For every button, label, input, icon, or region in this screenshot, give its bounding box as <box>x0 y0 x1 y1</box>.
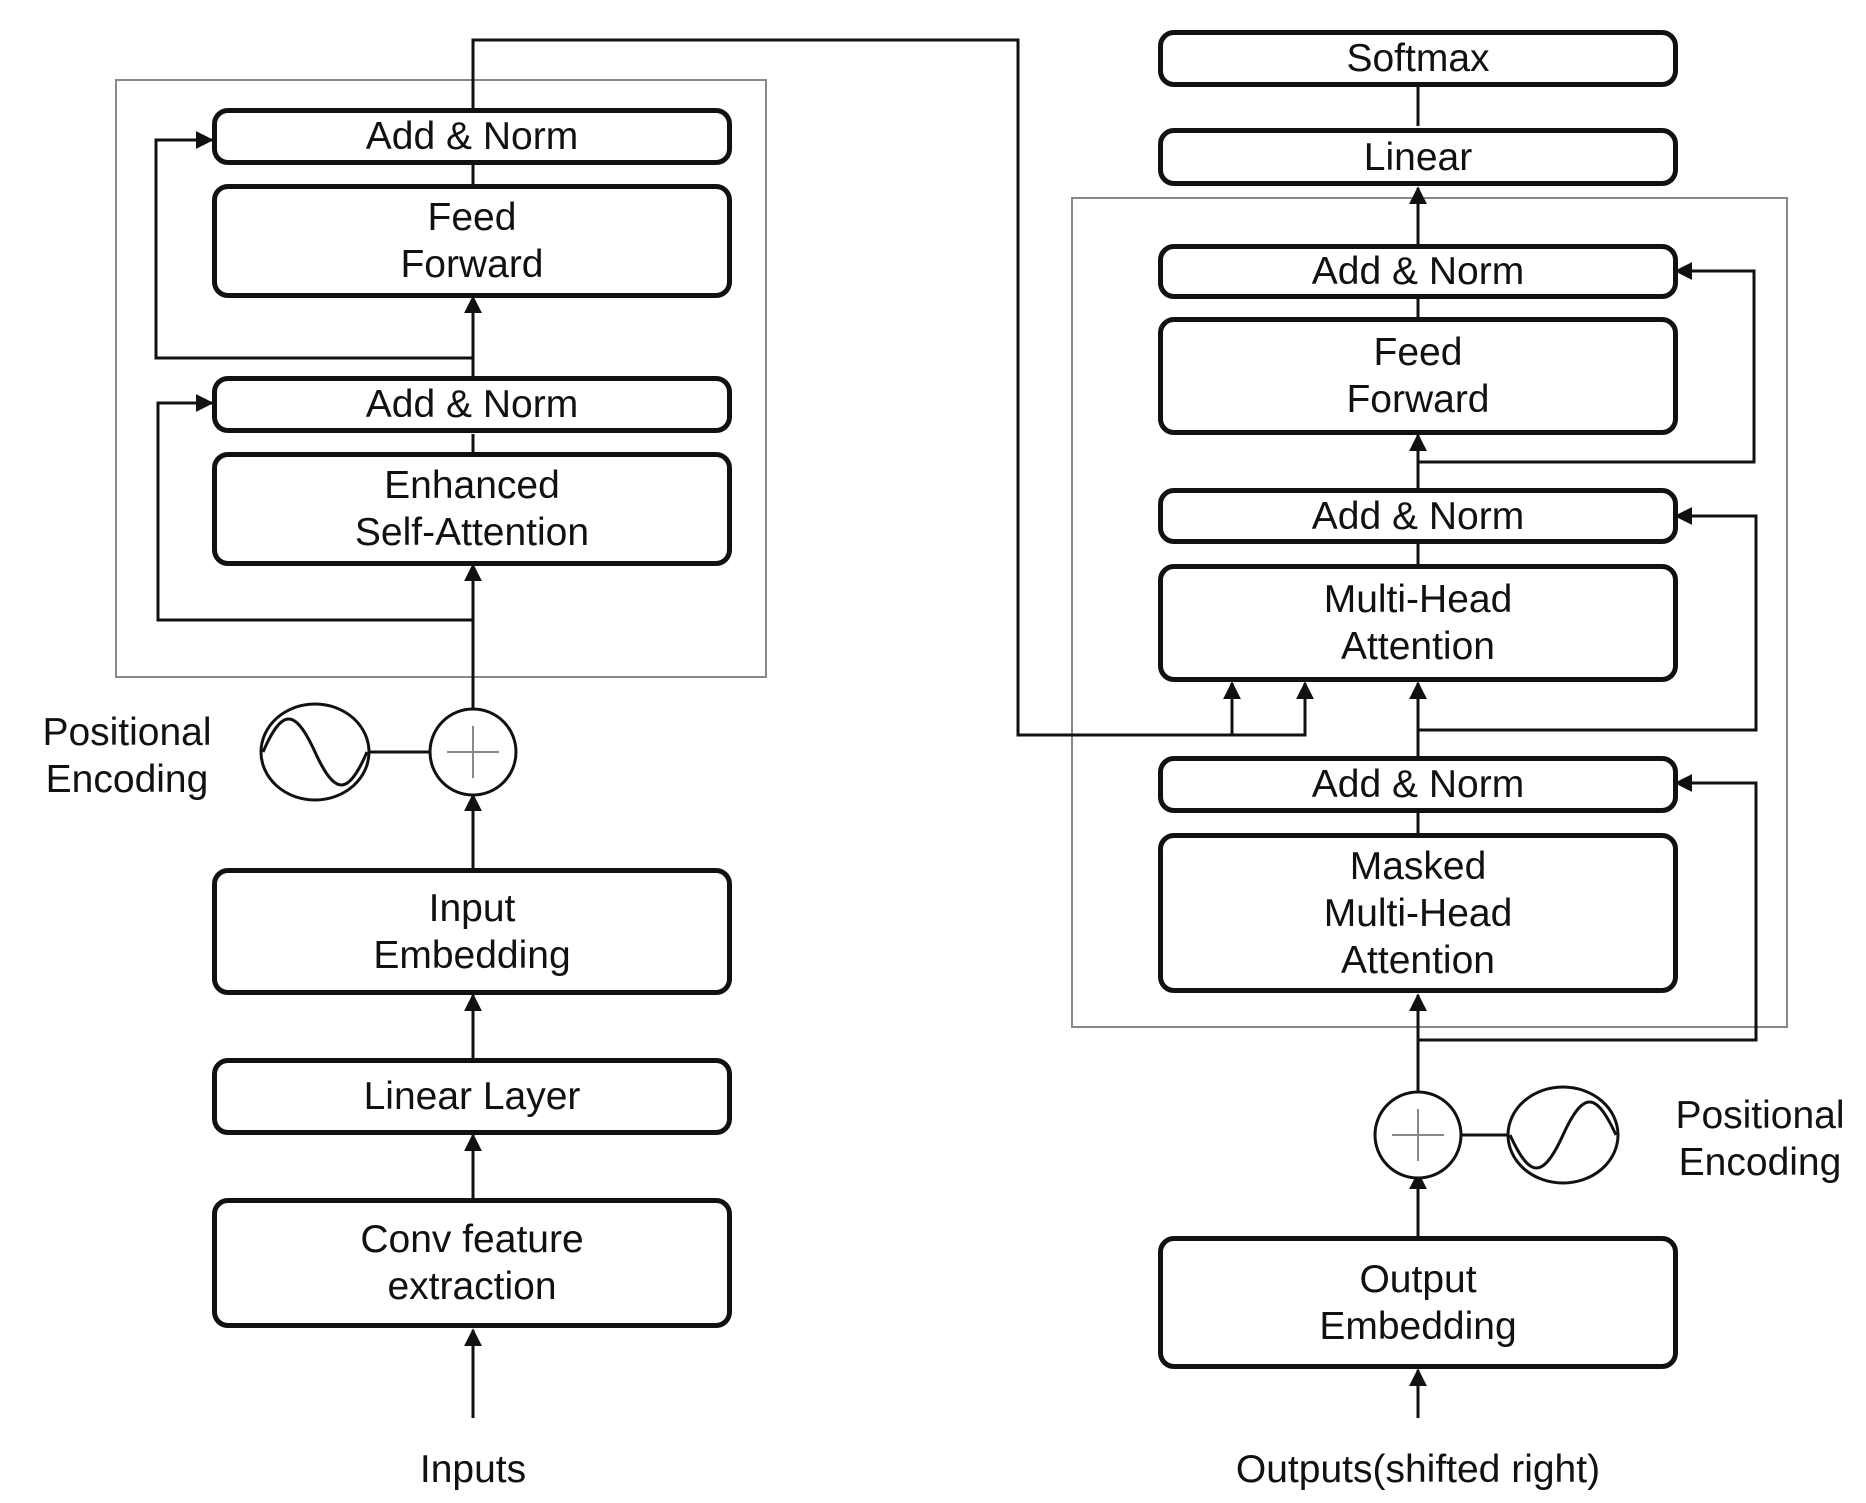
encoder-positional-encoding-label: Positional Encoding <box>42 711 212 801</box>
encoder-add-norm-bottom: Add & Norm <box>212 376 732 433</box>
input-embedding: Input Embedding <box>212 868 732 995</box>
decoder-residual-3 <box>1418 262 1756 464</box>
masked-multi-head-attention: Masked Multi-Head Attention <box>1158 833 1678 993</box>
encoder-frame <box>115 79 767 678</box>
decoder-linear-block: Linear <box>1158 128 1678 186</box>
enhanced-self-attention: Enhanced Self-Attention <box>212 452 732 566</box>
encoder-residual-1 <box>156 394 473 622</box>
encoder-residual-2 <box>154 131 473 360</box>
softmax-block: Softmax <box>1158 30 1678 87</box>
inputs-label: Inputs <box>419 1448 527 1491</box>
encoder-feed-forward: Feed Forward <box>212 184 732 298</box>
decoder-sum-icon <box>1373 1090 1463 1180</box>
decoder-add-norm-2: Add & Norm <box>1158 488 1678 544</box>
decoder-feed-forward: Feed Forward <box>1158 317 1678 435</box>
multi-head-attention: Multi-Head Attention <box>1158 564 1678 682</box>
conv-feature-extraction: Conv feature extraction <box>212 1198 732 1328</box>
output-embedding: Output Embedding <box>1158 1236 1678 1369</box>
outputs-shifted-right-label: Outputs(shifted right) <box>1235 1448 1601 1491</box>
encoder-sum-icon <box>428 707 518 797</box>
linear-layer: Linear Layer <box>212 1058 732 1135</box>
decoder-residual-1 <box>1418 774 1758 1042</box>
encoder-sine-wave-icon <box>259 702 371 802</box>
decoder-frame <box>1071 197 1788 1028</box>
decoder-positional-encoding-label: Positional Encoding <box>1675 1094 1845 1184</box>
encoder-add-norm-top: Add & Norm <box>212 108 732 165</box>
decoder-add-norm-3: Add & Norm <box>1158 244 1678 299</box>
decoder-residual-2 <box>1418 507 1758 732</box>
decoder-add-norm-1: Add & Norm <box>1158 756 1678 813</box>
decoder-sine-wave-icon <box>1506 1085 1620 1185</box>
encoder-to-decoder-line <box>471 38 1314 737</box>
